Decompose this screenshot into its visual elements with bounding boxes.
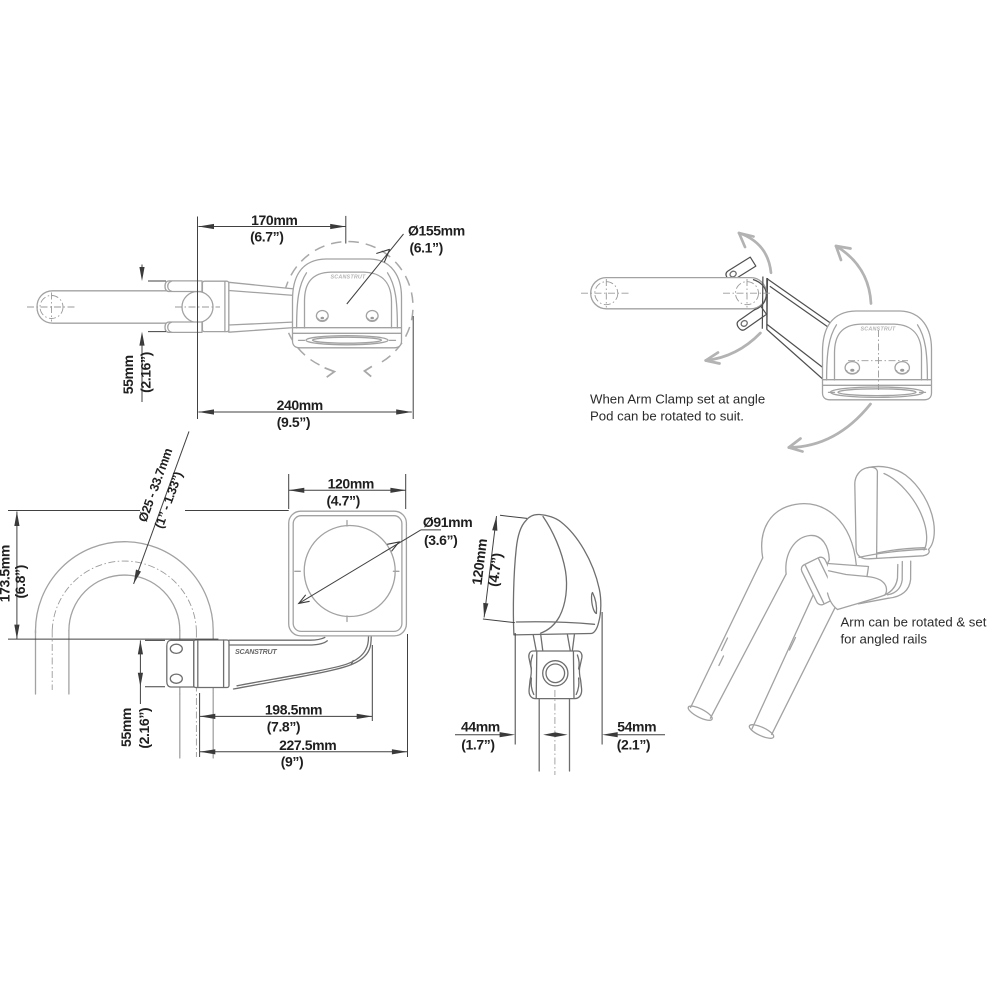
svg-text:173.5mm: 173.5mm (0, 545, 12, 602)
svg-text:SCANSTRUT: SCANSTRUT (235, 648, 277, 656)
svg-text:44mm: 44mm (461, 719, 500, 735)
svg-text:(3.6”): (3.6”) (424, 532, 457, 548)
svg-text:(1.7”): (1.7”) (461, 737, 494, 753)
svg-text:(7.8”): (7.8”) (267, 718, 300, 734)
svg-text:227.5mm: 227.5mm (279, 737, 336, 753)
svg-text:(2.1”): (2.1”) (617, 737, 650, 753)
svg-text:Ø91mm: Ø91mm (423, 514, 472, 530)
svg-text:198.5mm: 198.5mm (265, 701, 322, 717)
svg-text:Pod can be rotated to suit.: Pod can be rotated to suit. (590, 409, 744, 424)
svg-text:for angled rails: for angled rails (841, 632, 928, 647)
svg-text:(6.7”): (6.7”) (250, 228, 283, 244)
svg-text:When Arm Clamp set at angle: When Arm Clamp set at angle (590, 392, 765, 407)
svg-text:(2.16”): (2.16”) (137, 352, 153, 393)
svg-text:(9.5”): (9.5”) (277, 414, 310, 430)
svg-text:SCANSTRUT: SCANSTRUT (330, 274, 366, 280)
svg-text:Ø155mm: Ø155mm (408, 223, 465, 239)
svg-text:55mm: 55mm (118, 708, 134, 747)
svg-text:120mm: 120mm (469, 538, 491, 586)
svg-text:SCANSTRUT: SCANSTRUT (860, 326, 896, 332)
svg-text:(6.8”): (6.8”) (12, 565, 28, 598)
svg-text:55mm: 55mm (120, 355, 136, 394)
svg-text:(9”): (9”) (281, 754, 304, 770)
svg-text:(4.7”): (4.7”) (485, 552, 505, 587)
svg-text:Arm can be rotated & set: Arm can be rotated & set (841, 615, 987, 630)
svg-text:170mm: 170mm (251, 212, 297, 228)
svg-text:240mm: 240mm (277, 397, 323, 413)
svg-text:54mm: 54mm (617, 719, 656, 735)
svg-text:(6.1”): (6.1”) (410, 239, 443, 255)
svg-text:(2.16”): (2.16”) (136, 708, 152, 749)
svg-text:120mm: 120mm (328, 475, 374, 491)
svg-text:(4.7”): (4.7”) (327, 492, 360, 508)
